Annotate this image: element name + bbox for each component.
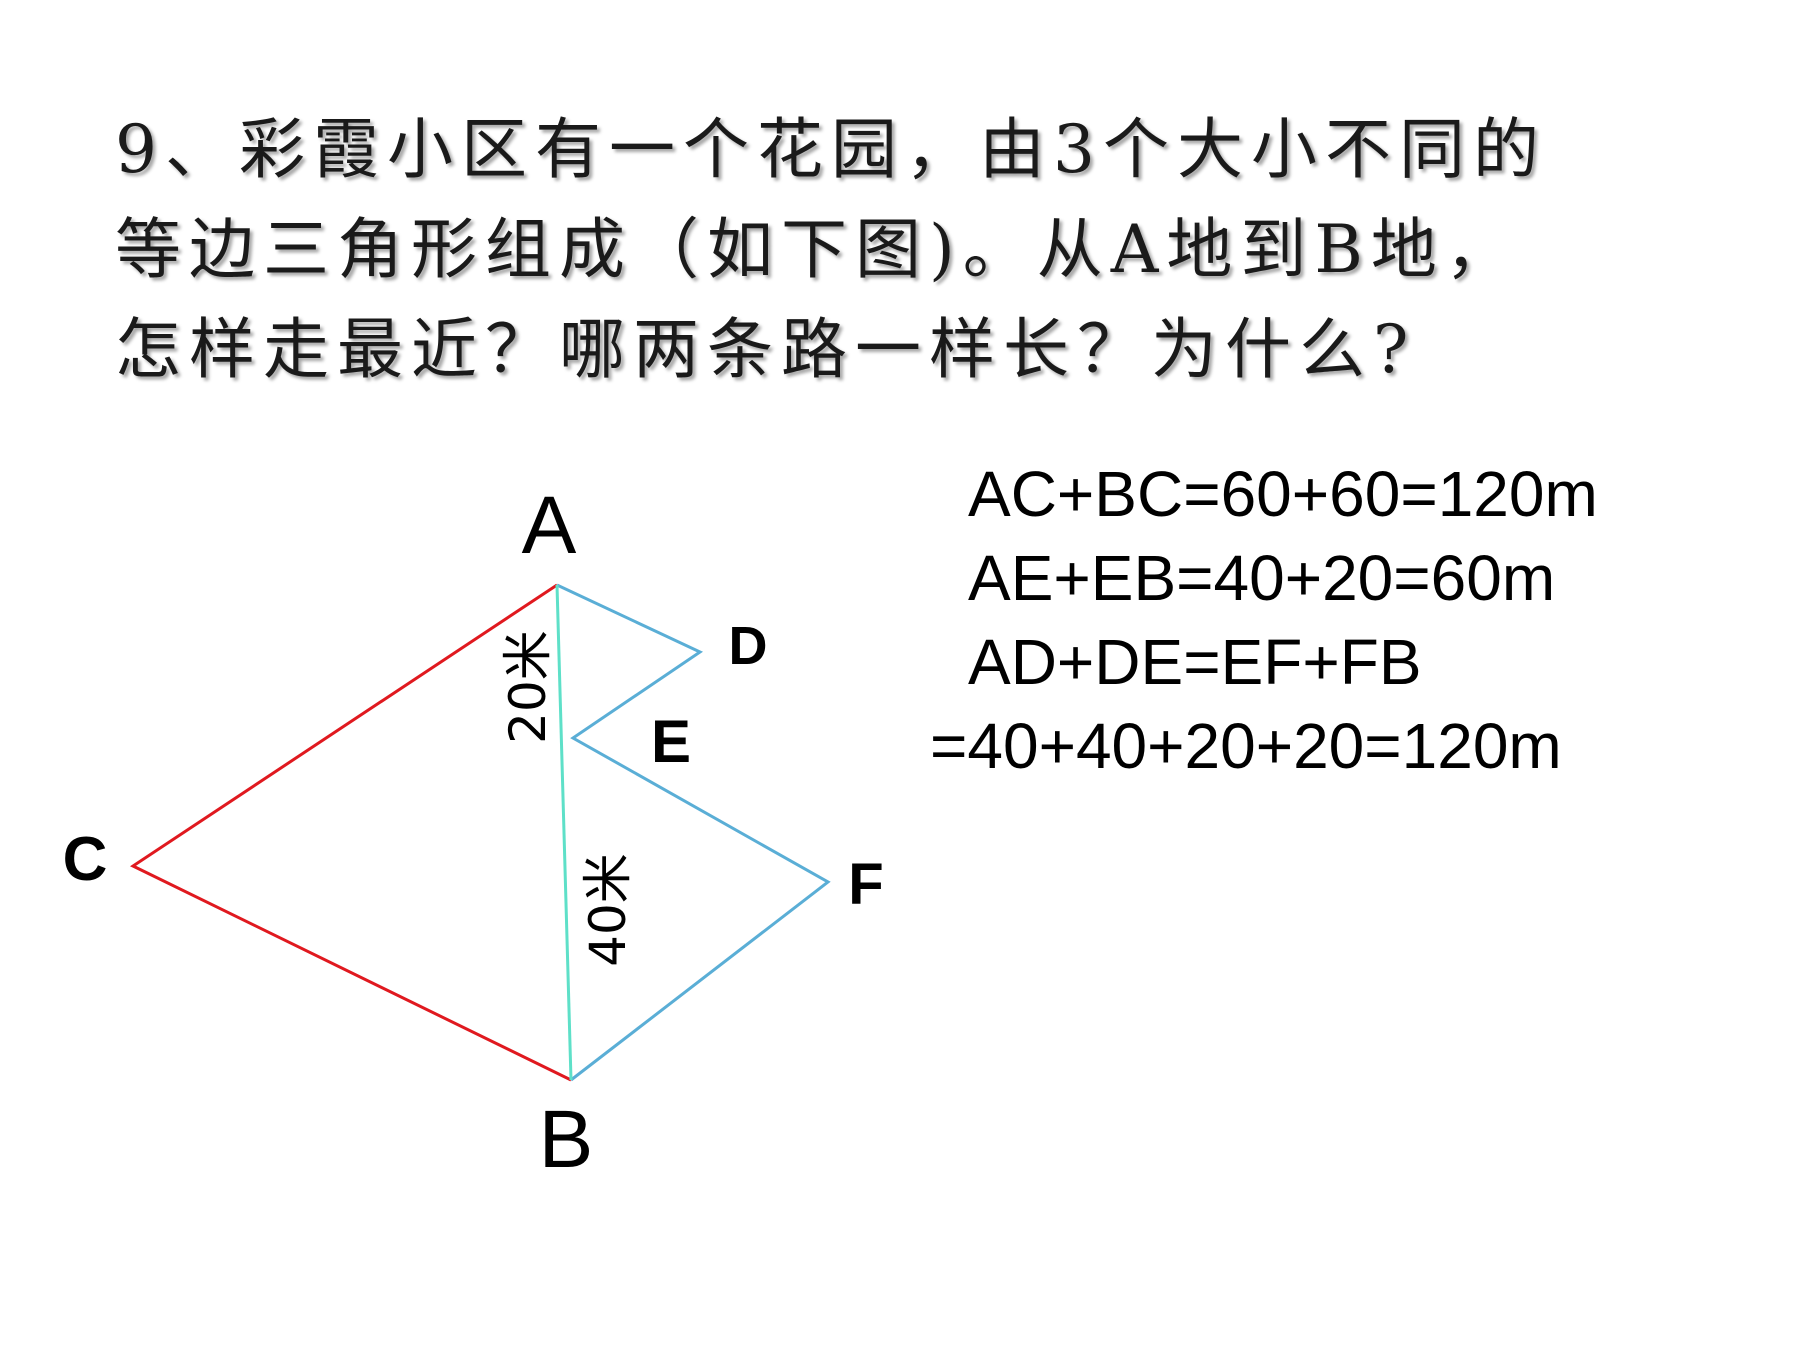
segment-label-ae: 20米	[499, 630, 557, 744]
vertex-label-c: C	[63, 825, 108, 894]
problem-statement: 9、彩霞小区有一个花园，由3个大小不同的 等边三角形组成（如下图)。从A地到B地…	[115, 100, 1715, 400]
problem-line-1: 9、彩霞小区有一个花园，由3个大小不同的	[115, 111, 1547, 188]
solution-line-1: AC+BC=60+60=120m	[968, 458, 1598, 530]
solution-line-3: AD+DE=EF+FB	[968, 626, 1422, 698]
problem-line-3: 怎样走最近？哪两条路一样长？为什么?	[115, 311, 1417, 388]
segment-label-eb: 40米	[579, 853, 637, 967]
solution-line-2: AE+EB=40+20=60m	[968, 542, 1556, 614]
segment-adefb	[556, 583, 831, 1082]
vertex-label-e: E	[651, 708, 691, 775]
problem-line-2: 等边三角形组成（如下图)。从A地到B地，	[115, 211, 1519, 288]
solution-line-4: =40+40+20+20=120m	[930, 710, 1562, 782]
vertex-label-d: D	[729, 616, 768, 676]
vertex-label-f: F	[848, 852, 883, 917]
vertex-label-a: A	[522, 480, 577, 571]
vertex-label-b: B	[539, 1094, 594, 1185]
segment-ab	[555, 584, 573, 1081]
segment-ac-cb	[129, 583, 572, 1082]
solution-block: AC+BC=60+60=120m AE+EB=40+20=60m AD+DE=E…	[930, 452, 1598, 788]
